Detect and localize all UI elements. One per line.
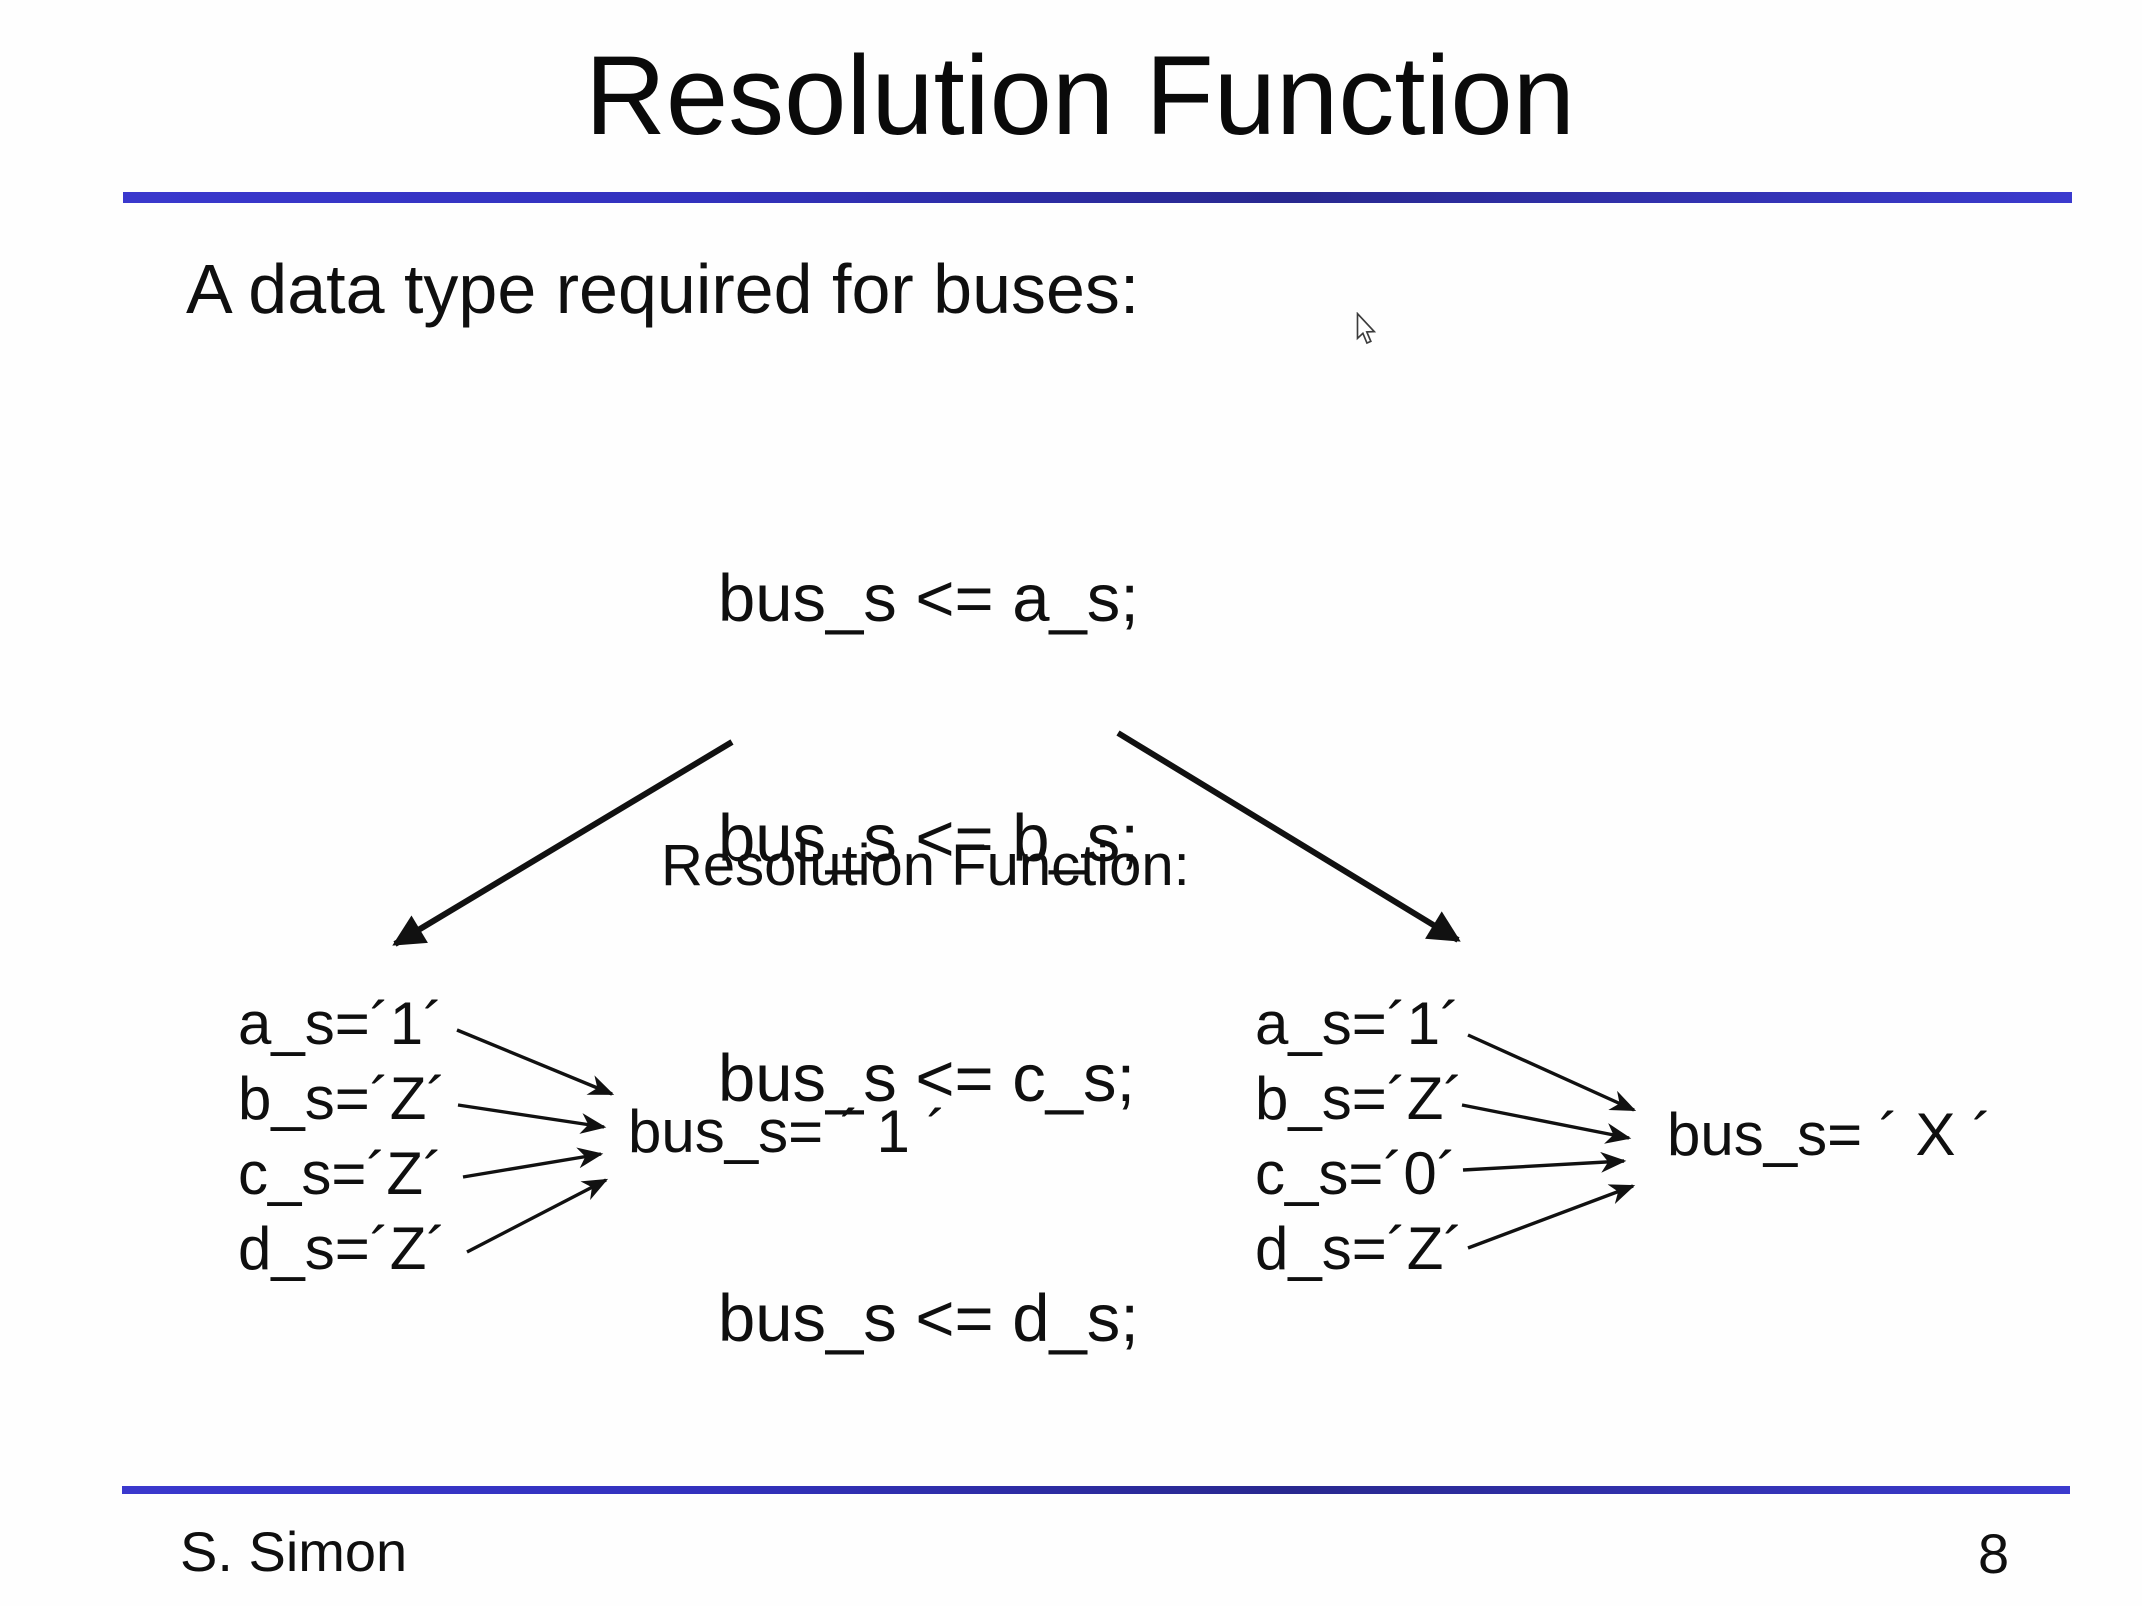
code-line: bus_s <= c_s; bbox=[718, 1041, 1136, 1116]
left-assignment-b: b_s=´Z´ bbox=[238, 1065, 447, 1132]
footer-author: S. Simon bbox=[180, 1520, 408, 1583]
left-arrow-b bbox=[457, 1103, 607, 1134]
left-assignment-d: d_s=´Z´ bbox=[238, 1215, 447, 1282]
resolution-function-label: Resolution Function: bbox=[661, 833, 1190, 898]
left-arrow-a bbox=[456, 1028, 615, 1096]
footer-rule bbox=[122, 1486, 2070, 1494]
right-bus-result: bus_s= ´ X ´ bbox=[1667, 1101, 1993, 1168]
slide-title: Resolution Function bbox=[585, 33, 1575, 158]
right-arrow-a bbox=[1467, 1033, 1637, 1112]
intro-text: A data type required for buses: bbox=[186, 250, 1140, 328]
left-bus-result: bus_s= ´ 1 ´ bbox=[628, 1098, 947, 1165]
right-arrow-c bbox=[1462, 1151, 1627, 1173]
right-assignment-b: b_s=´Z´ bbox=[1255, 1065, 1464, 1132]
title-rule bbox=[123, 192, 2072, 203]
left-arrow-c bbox=[462, 1147, 604, 1179]
code-line: bus_s <= d_s; bbox=[718, 1281, 1139, 1356]
left-assignment-c: c_s=´Z´ bbox=[238, 1140, 444, 1207]
right-assignment-a: a_s=´1´ bbox=[1255, 990, 1461, 1057]
left-assignment-a: a_s=´1´ bbox=[238, 990, 444, 1057]
right-arrow-b bbox=[1461, 1103, 1632, 1144]
left-arrow-d bbox=[466, 1178, 609, 1254]
vhdl-code-block: bus_s <= a_s; bus_s <= b_s; bus_s <= c_s… bbox=[718, 399, 1139, 1519]
right-assignment-d: d_s=´Z´ bbox=[1255, 1215, 1464, 1282]
mouse-cursor bbox=[1356, 312, 1377, 345]
right-arrow-d bbox=[1467, 1184, 1636, 1250]
page-number: 8 bbox=[1978, 1522, 2010, 1585]
code-line: bus_s <= a_s; bbox=[718, 561, 1139, 636]
right-assignment-c: c_s=´0´ bbox=[1255, 1140, 1457, 1207]
